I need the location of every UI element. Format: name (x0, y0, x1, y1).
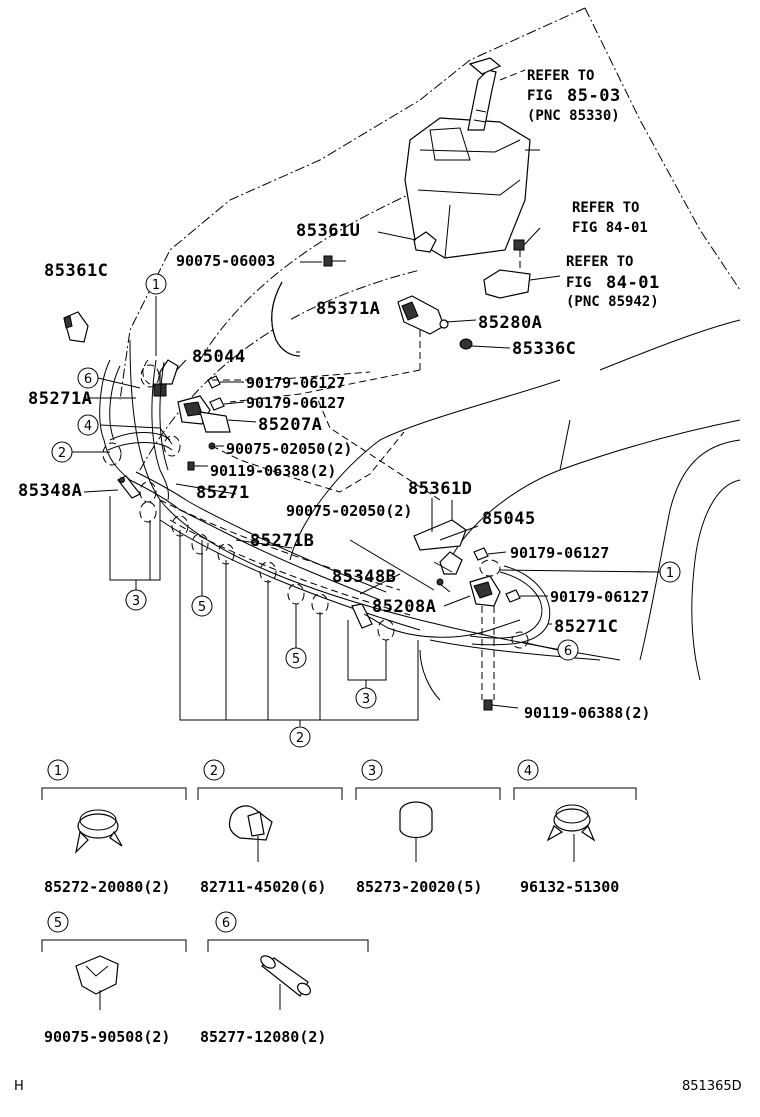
sensor-bolt (513, 227, 541, 272)
ref1-line2-prefix: FIG (527, 88, 552, 104)
legend-4-num: 4 (524, 764, 532, 779)
label-85361c: 85361C (44, 261, 108, 281)
label-90179-06127-a: 90179-06127 (246, 374, 345, 392)
label-85336c: 85336C (512, 339, 576, 359)
footer: H 851365D (14, 1079, 742, 1094)
label-85348a: 85348A (18, 481, 82, 501)
legend-2-num: 2 (210, 764, 218, 779)
part-labels: 85361C 85361U 90075-06003 85371A 85280A … (18, 221, 650, 722)
callout-4: 4 (84, 419, 92, 434)
callout-2-bottom: 2 (296, 731, 304, 746)
hose-clamp-4-icon (546, 804, 596, 862)
legend-5-part: 90075-90508(2) (44, 1028, 170, 1046)
label-85371a: 85371A (316, 299, 380, 319)
hose-clamp-1-icon (75, 809, 123, 854)
tank-clip-85361u (377, 231, 437, 253)
legend-2-part: 82711-45020(6) (200, 878, 326, 896)
ref1-line3: (PNC 85330) (527, 108, 620, 124)
callout-1-top: 1 (152, 278, 160, 293)
legend-3-num: 3 (368, 764, 376, 779)
callout-5-b: 5 (292, 652, 300, 667)
hose-6-icon (260, 955, 312, 1010)
label-85271c: 85271C (554, 617, 618, 637)
callout-5-a: 5 (198, 600, 206, 615)
washer-tank (404, 57, 540, 259)
washer-pump (397, 295, 477, 370)
hose-85371a (271, 281, 301, 357)
callout-1-right: 1 (666, 566, 674, 581)
label-85207a: 85207A (258, 415, 322, 435)
ref3-line2-fig: 84-01 (606, 273, 660, 293)
label-90179-06127-b: 90179-06127 (246, 394, 345, 412)
left-nozzle-assembly (63, 311, 421, 493)
label-85208a: 85208A (372, 597, 436, 617)
vehicle-outline (119, 7, 741, 701)
label-85361d: 85361D (408, 479, 472, 499)
callout-2-left: 2 (58, 446, 66, 461)
right-nozzle-assembly (317, 399, 551, 711)
callout-leaders (72, 296, 661, 726)
level-sensor (483, 269, 561, 299)
label-85045: 85045 (482, 509, 536, 529)
label-90119-06388-a: 90119-06388(2) (210, 462, 336, 480)
ref2-line2: FIG 84-01 (572, 220, 648, 236)
ref1-line2-fig: 85-03 (567, 86, 621, 106)
legend-6-num: 6 (222, 916, 230, 931)
ref1-line1: REFER TO (527, 68, 594, 84)
callout-6-top: 6 (84, 372, 92, 387)
label-85348b: 85348B (332, 567, 396, 587)
label-90179-06127-d: 90179-06127 (550, 588, 649, 606)
callout-3-left: 3 (132, 594, 140, 609)
legend-1-part: 85272-20080(2) (44, 878, 170, 896)
parts-legend: 1 85272-20080(2) 2 82711-45020(6) 3 8527… (41, 759, 637, 1046)
callout-3-mid: 3 (362, 692, 370, 707)
label-90075-02050-b: 90075-02050(2) (286, 502, 412, 520)
label-90119-06388-b: 90119-06388(2) (524, 704, 650, 722)
callout-circles: 1 6 4 2 3 5 5 3 2 1 6 (51, 273, 681, 748)
ref2-line1: REFER TO (572, 200, 639, 216)
reference-notes: REFER TO FIG 85-03 (PNC 85330) REFER TO … (527, 68, 660, 310)
callout-6-right: 6 (564, 644, 572, 659)
label-85271b: 85271B (250, 531, 314, 551)
clip-2-icon (228, 805, 273, 862)
grommet-85336c (459, 338, 511, 350)
legend-6-part: 85277-12080(2) (200, 1028, 326, 1046)
label-90075-06003: 90075-06003 (176, 252, 275, 270)
label-85361u: 85361U (296, 221, 360, 241)
ref3-line1: REFER TO (566, 254, 633, 270)
label-85280a: 85280A (478, 313, 542, 333)
footer-left: H (14, 1079, 24, 1094)
legend-4-part: 96132-51300 (520, 878, 619, 896)
label-85271a: 85271A (28, 389, 92, 409)
footer-diagram-id: 851365D (682, 1079, 742, 1094)
left-hose-run (99, 359, 521, 641)
bolt-90075-06003 (300, 255, 346, 267)
legend-5-num: 5 (54, 916, 62, 931)
legend-1-num: 1 (54, 764, 62, 779)
clip-5-icon (75, 955, 119, 1010)
label-90179-06127-c: 90179-06127 (510, 544, 609, 562)
label-85044: 85044 (192, 347, 246, 367)
legend-3-part: 85273-20020(5) (356, 878, 482, 896)
ref3-line2-prefix: FIG (566, 275, 591, 291)
ref3-line3: (PNC 85942) (566, 294, 659, 310)
label-85271: 85271 (196, 483, 250, 503)
label-90075-02050-a: 90075-02050(2) (226, 440, 352, 458)
clamp-3-icon (399, 801, 433, 862)
